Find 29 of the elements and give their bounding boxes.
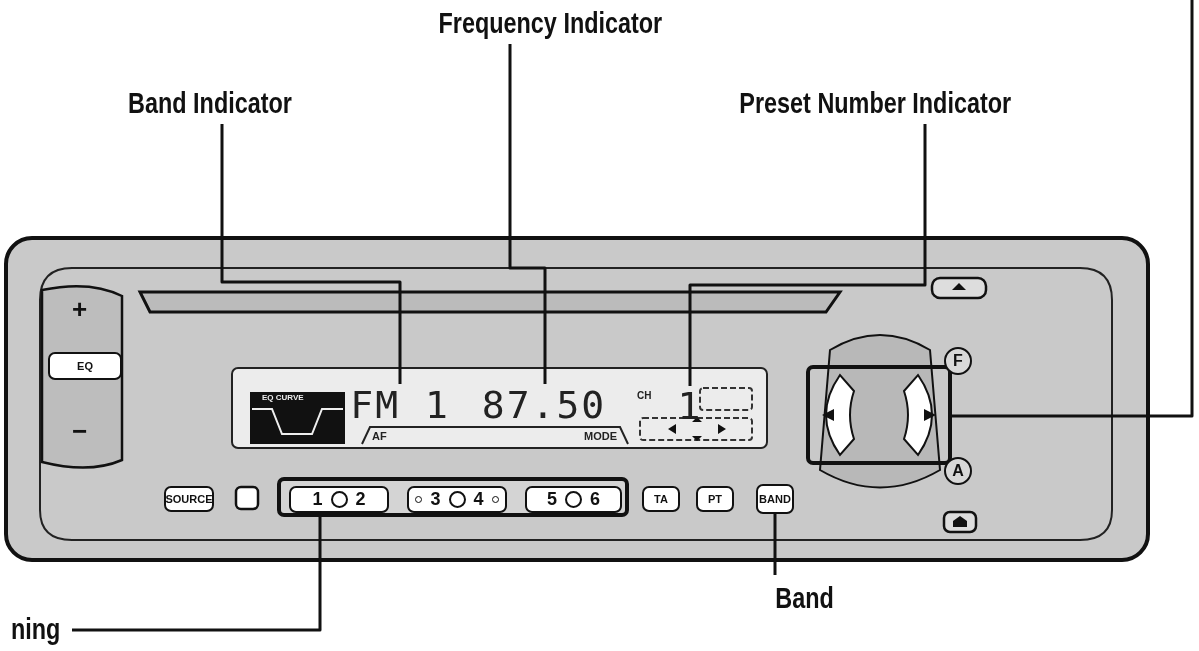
panel-label: MODE: [584, 431, 617, 442]
preset-button: 3 4: [407, 486, 507, 513]
callout-label: Frequency Indicator: [432, 2, 668, 44]
preset-button: 1 2: [289, 486, 389, 513]
leader-line: [952, 0, 1194, 418]
panel-button: EQ: [48, 352, 122, 380]
callout-label: Preset Number Indicator: [730, 82, 1020, 124]
callout-label: Band Indicator: [110, 82, 310, 124]
arrow-key-pad: [806, 365, 952, 465]
display-readout: FM 1: [356, 384, 444, 426]
panel-button: SOURCE: [164, 486, 214, 512]
panel-label: +: [72, 296, 88, 322]
leader-line: [688, 124, 927, 386]
panel-label: −: [72, 418, 88, 444]
panel-button: PT: [696, 486, 734, 512]
leader-line: [72, 517, 322, 632]
panel-button: TA: [642, 486, 680, 512]
callout-label: Band: [752, 575, 856, 621]
callout-label: ning: [0, 606, 72, 651]
panel-label: AF: [372, 431, 387, 442]
preset-button-group: [277, 477, 629, 517]
panel-button: BAND: [756, 484, 794, 514]
panel-label: CH: [637, 391, 652, 401]
leader-line: [508, 44, 547, 384]
panel-label: EQ CURVE: [262, 394, 304, 402]
leader-line: [773, 514, 777, 575]
leader-line: [220, 124, 402, 384]
display-readout: 1: [680, 386, 700, 426]
preset-button: 5 6: [525, 486, 622, 513]
